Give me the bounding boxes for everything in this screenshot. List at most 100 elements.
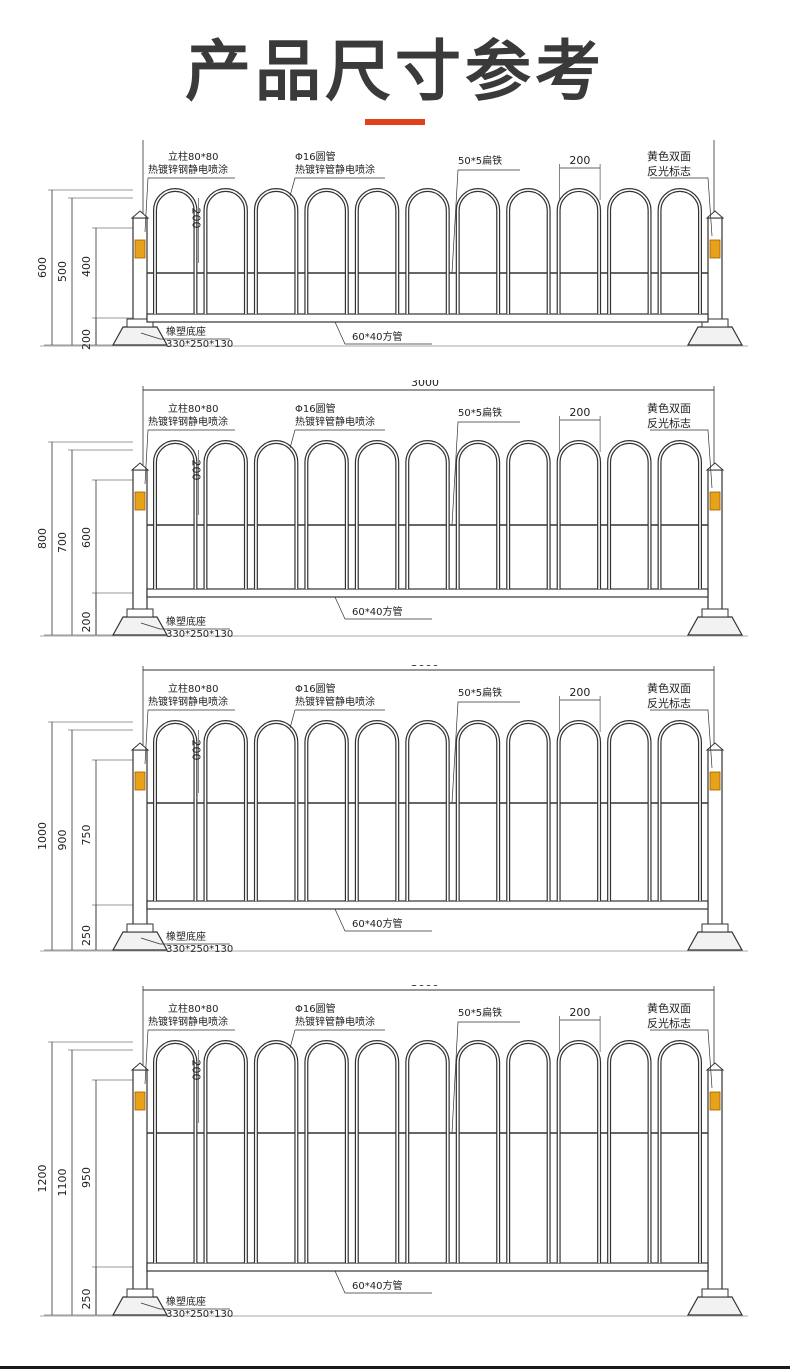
base-label-line1: 橡塑底座 — [166, 930, 206, 943]
base-label-line1: 橡塑底座 — [166, 1295, 206, 1308]
arch-pipe-highlight — [507, 189, 550, 314]
reflective-leader — [650, 429, 713, 489]
post-cap — [705, 742, 725, 751]
arch-pipe — [607, 1040, 652, 1263]
arch-pipe-highlight — [507, 1041, 550, 1263]
arch-pipe-highlight — [356, 721, 399, 901]
arch-pipe-highlight — [356, 189, 399, 314]
base-label-line2: 330*250*130 — [166, 1309, 233, 1320]
arch-height-label: 200 — [189, 740, 202, 761]
arch-pipe-highlight — [255, 189, 298, 314]
base-height-label: 250 — [80, 1289, 93, 1310]
arch-pipe-highlight — [406, 189, 449, 314]
height-label-1: 900 — [56, 830, 69, 851]
arch-pipe — [607, 720, 652, 901]
post-right — [707, 217, 723, 326]
arch-pipe-highlight — [305, 189, 348, 314]
pipe-label-line2: 热镀锌管静电喷涂 — [295, 1015, 375, 1028]
arch-pipe — [354, 188, 400, 314]
post-label-line2: 热镀锌钢静电喷涂 — [148, 163, 228, 176]
rubber-base — [111, 616, 169, 636]
arch-pipe-highlight — [456, 1041, 499, 1263]
base-collar — [126, 318, 154, 328]
square-tube-label: 60*40方管 — [352, 605, 402, 618]
arch-pipe-highlight — [356, 1041, 399, 1263]
flat-iron-leader — [451, 701, 520, 804]
pipe-leader — [289, 177, 385, 197]
reflective-leader — [650, 709, 713, 769]
arch-pipe — [455, 440, 501, 589]
title-accent-bar — [365, 119, 425, 125]
base-collar — [701, 608, 729, 618]
arch-pipe-highlight — [406, 1041, 449, 1263]
arch-pipe-highlight — [356, 441, 399, 589]
arch-pipe-highlight — [557, 1041, 600, 1263]
square-tube-rail — [146, 900, 709, 910]
reflective-label-line1: 黄色双面 — [647, 681, 691, 695]
height-label-0: 1000 — [36, 822, 49, 850]
arch-pipe — [253, 440, 299, 589]
arch-height-label: 200 — [189, 1060, 202, 1081]
reflector-icon — [709, 771, 721, 791]
pipe-label-line1: Φ16圆管 — [295, 402, 336, 415]
arch-pipe — [253, 188, 299, 314]
arch-pipe-highlight — [507, 721, 550, 901]
arch-pipe-highlight — [658, 441, 701, 589]
base-leader — [140, 332, 230, 340]
arch-pipe-highlight — [658, 721, 701, 901]
arch-height-label: 200 — [189, 208, 202, 229]
arch-pipe-highlight — [608, 189, 651, 314]
post-leader — [144, 1029, 235, 1085]
arch-pipe — [304, 720, 349, 901]
reflector-icon — [134, 1091, 146, 1111]
square-tube-rail — [146, 313, 709, 323]
arch-pipe — [354, 720, 400, 901]
arch-pipe-highlight — [154, 441, 197, 589]
reflective-label-line2: 反光标志 — [647, 164, 691, 178]
flat-iron-label: 50*5扁铁 — [458, 406, 502, 419]
arch-pipe — [153, 188, 198, 314]
arch-pipe-highlight — [204, 1041, 247, 1263]
square-tube-label: 60*40方管 — [352, 917, 402, 930]
arch-pipe — [304, 440, 349, 589]
height-label-0: 800 — [36, 528, 49, 549]
arch-pipe-highlight — [557, 441, 600, 589]
arch-pipe-highlight — [557, 189, 600, 314]
height-label-1: 700 — [56, 532, 69, 553]
reflective-leader — [650, 177, 713, 237]
pipe-label-line1: Φ16圆管 — [295, 682, 336, 695]
arch-pipe — [405, 440, 450, 589]
arch-pipe-highlight — [406, 441, 449, 589]
spacing-label: 200 — [569, 154, 590, 167]
arch-pipe — [153, 1040, 198, 1263]
reflector-icon — [709, 239, 721, 259]
reflector-icon — [134, 239, 146, 259]
base-leader — [140, 937, 230, 945]
arch-pipe-highlight — [456, 441, 499, 589]
arch-pipe — [556, 188, 602, 314]
height-label-1: 1100 — [56, 1169, 69, 1197]
arch-pipe — [253, 720, 299, 901]
square-tube-label: 60*40方管 — [352, 330, 402, 343]
post-cap — [705, 210, 725, 219]
flat-iron-leader — [451, 421, 520, 526]
arch-pipe-highlight — [406, 721, 449, 901]
square-tube-rail — [146, 588, 709, 598]
post-cap — [130, 462, 150, 471]
square-tube-leader — [334, 908, 432, 932]
arch-pipe — [455, 720, 501, 901]
reflector-icon — [134, 491, 146, 511]
rubber-base — [111, 931, 169, 951]
arch-pipe-highlight — [658, 189, 701, 314]
pipe-label-line2: 热镀锌管静电喷涂 — [295, 695, 375, 708]
flat-iron-label: 50*5扁铁 — [458, 1006, 502, 1019]
post-label-line1: 立柱80*80 — [168, 150, 218, 163]
arch-pipe-highlight — [255, 1041, 298, 1263]
post-label-line2: 热镀锌钢静电喷涂 — [148, 415, 228, 428]
reflective-label-line1: 黄色双面 — [647, 149, 691, 163]
post-label-line2: 热镀锌钢静电喷涂 — [148, 1015, 228, 1028]
arch-height-label: 200 — [189, 460, 202, 481]
post-leader — [144, 429, 235, 485]
arch-pipe — [455, 188, 501, 314]
